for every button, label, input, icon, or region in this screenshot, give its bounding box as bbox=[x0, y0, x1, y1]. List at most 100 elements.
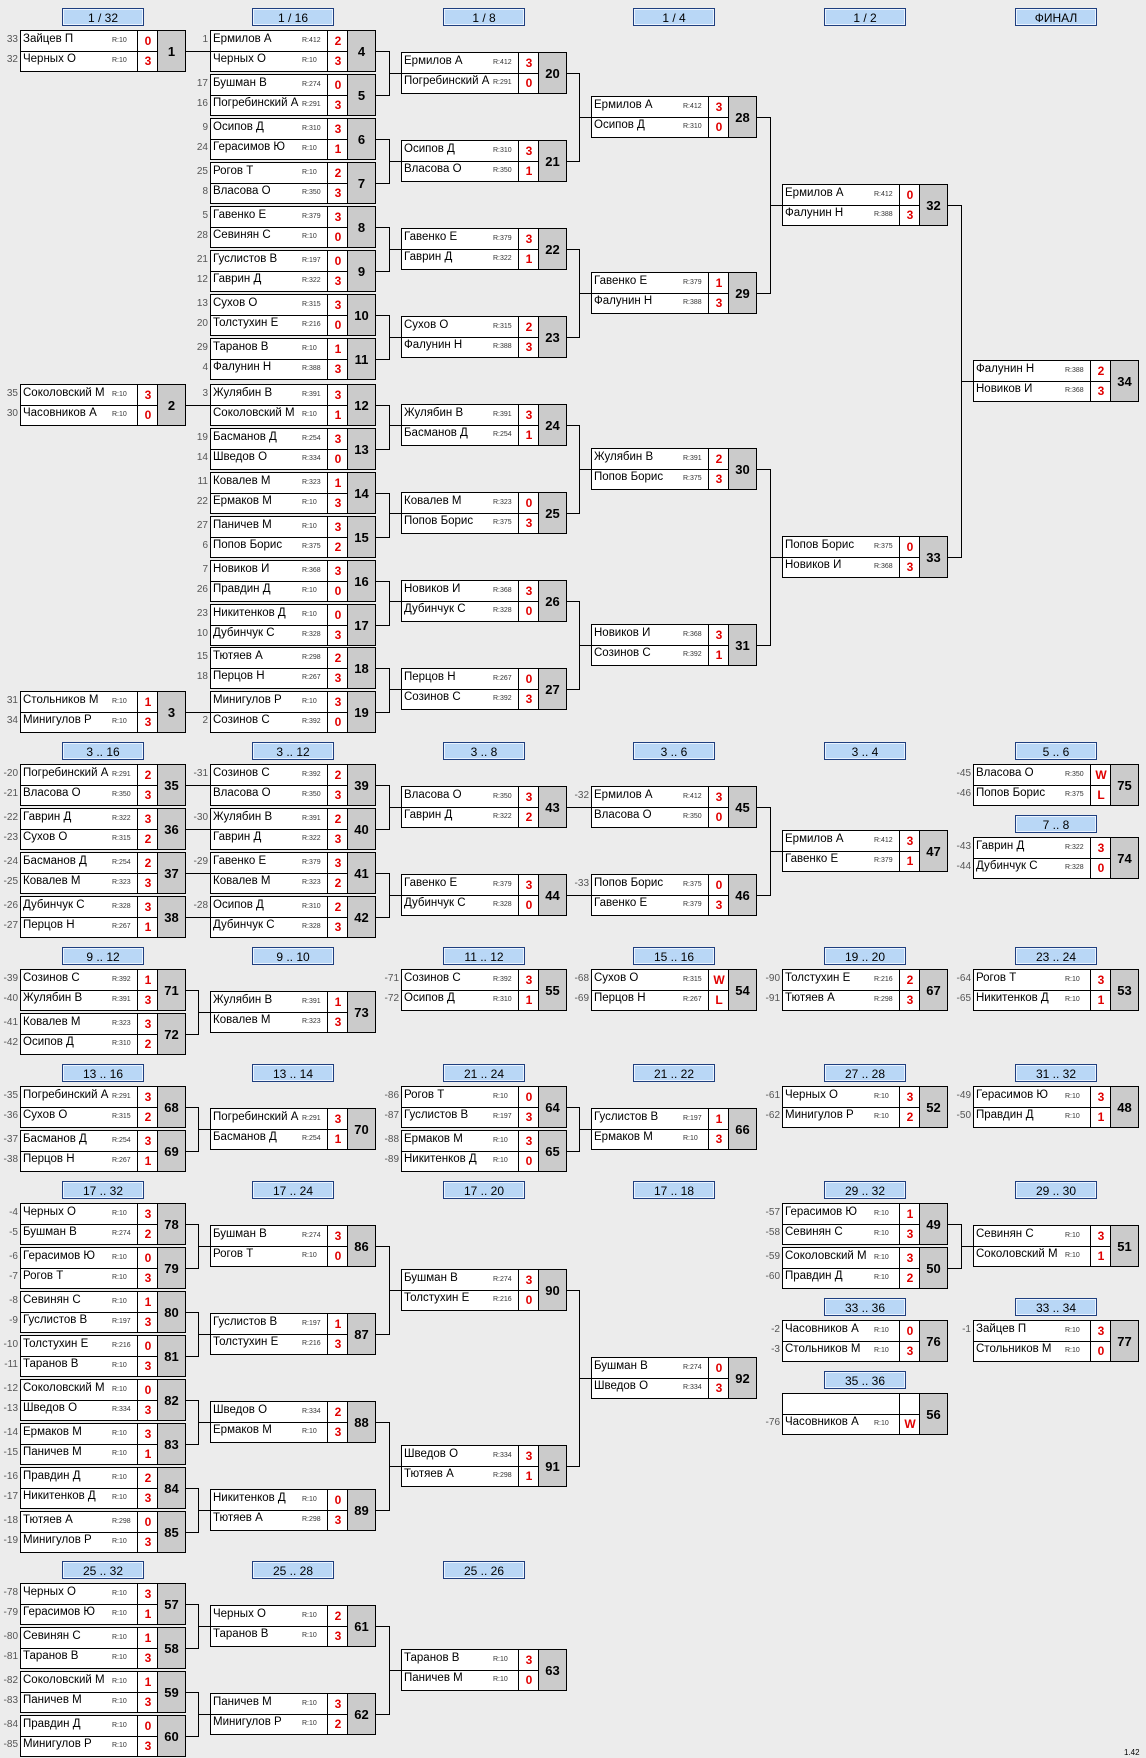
player-name[interactable]: Басманов Д bbox=[404, 427, 468, 439]
player-name[interactable]: Жулябин В bbox=[594, 451, 654, 463]
player-name[interactable]: Власова О bbox=[404, 163, 462, 175]
player-name[interactable]: Новиков И bbox=[976, 383, 1033, 395]
player-name[interactable]: Ермилов А bbox=[594, 789, 653, 801]
player-name[interactable]: Стольников М bbox=[23, 694, 99, 706]
player-name[interactable]: Перцов Н bbox=[23, 1153, 75, 1165]
player-name[interactable]: Сухов О bbox=[23, 831, 68, 843]
player-name[interactable]: Дубинчук С bbox=[213, 919, 275, 931]
round-header-button[interactable]: 23 .. 24 bbox=[1015, 947, 1097, 965]
player-name[interactable]: Гаврин Д bbox=[404, 251, 453, 263]
player-name[interactable]: Власова О bbox=[23, 787, 81, 799]
player-name[interactable]: Рогов Т bbox=[23, 1270, 64, 1282]
player-name[interactable]: Ермилов А bbox=[785, 187, 844, 199]
round-header-button[interactable]: 13 .. 16 bbox=[62, 1064, 144, 1082]
player-name[interactable]: Ермаков М bbox=[404, 1133, 463, 1145]
player-name[interactable]: Черных О bbox=[213, 1608, 266, 1620]
player-name[interactable]: Тютяев А bbox=[404, 1468, 454, 1480]
player-name[interactable]: Таранов В bbox=[404, 1652, 460, 1664]
round-header-button[interactable]: 29 .. 30 bbox=[1015, 1181, 1097, 1199]
player-name[interactable]: Соколовский М bbox=[23, 1382, 105, 1394]
player-name[interactable]: Толстухин Е bbox=[23, 1338, 89, 1350]
player-name[interactable]: Бушман В bbox=[594, 1360, 648, 1372]
player-name[interactable]: Дубинчук С bbox=[404, 897, 466, 909]
round-header-button[interactable]: 33 .. 34 bbox=[1015, 1298, 1097, 1316]
player-name[interactable]: Черных О bbox=[213, 53, 266, 65]
player-name[interactable]: Ковалев М bbox=[23, 1016, 81, 1028]
player-name[interactable]: Толстухин Е bbox=[404, 1292, 470, 1304]
player-name[interactable]: Фалунин Н bbox=[213, 361, 272, 373]
round-header-button[interactable]: 27 .. 28 bbox=[824, 1064, 906, 1082]
round-header-button[interactable]: 1 / 32 bbox=[62, 8, 144, 26]
player-name[interactable]: Рогов Т bbox=[976, 972, 1017, 984]
player-name[interactable]: Никитенков Д bbox=[404, 1153, 477, 1165]
player-name[interactable]: Попов Борис bbox=[404, 515, 474, 527]
player-row[interactable] bbox=[783, 1394, 919, 1415]
player-name[interactable]: Гавенко Е bbox=[785, 853, 839, 865]
player-name[interactable]: Новиков И bbox=[404, 583, 461, 595]
player-name[interactable]: Фалунин Н bbox=[404, 339, 463, 351]
player-name[interactable]: Стольников М bbox=[785, 1343, 861, 1355]
player-name[interactable]: Новиков И bbox=[785, 559, 842, 571]
player-name[interactable]: Осипов Д bbox=[404, 143, 455, 155]
round-header-button[interactable]: 1 / 2 bbox=[824, 8, 906, 26]
player-name[interactable]: Осипов Д bbox=[213, 121, 264, 133]
round-header-button[interactable]: 11 .. 12 bbox=[443, 947, 525, 965]
player-name[interactable]: Ковалев М bbox=[213, 475, 271, 487]
player-name[interactable]: Минигулов Р bbox=[23, 714, 92, 726]
player-name[interactable]: Правдин Д bbox=[785, 1270, 843, 1282]
player-name[interactable]: Жулябин В bbox=[404, 407, 464, 419]
player-name[interactable]: Новиков И bbox=[594, 627, 651, 639]
